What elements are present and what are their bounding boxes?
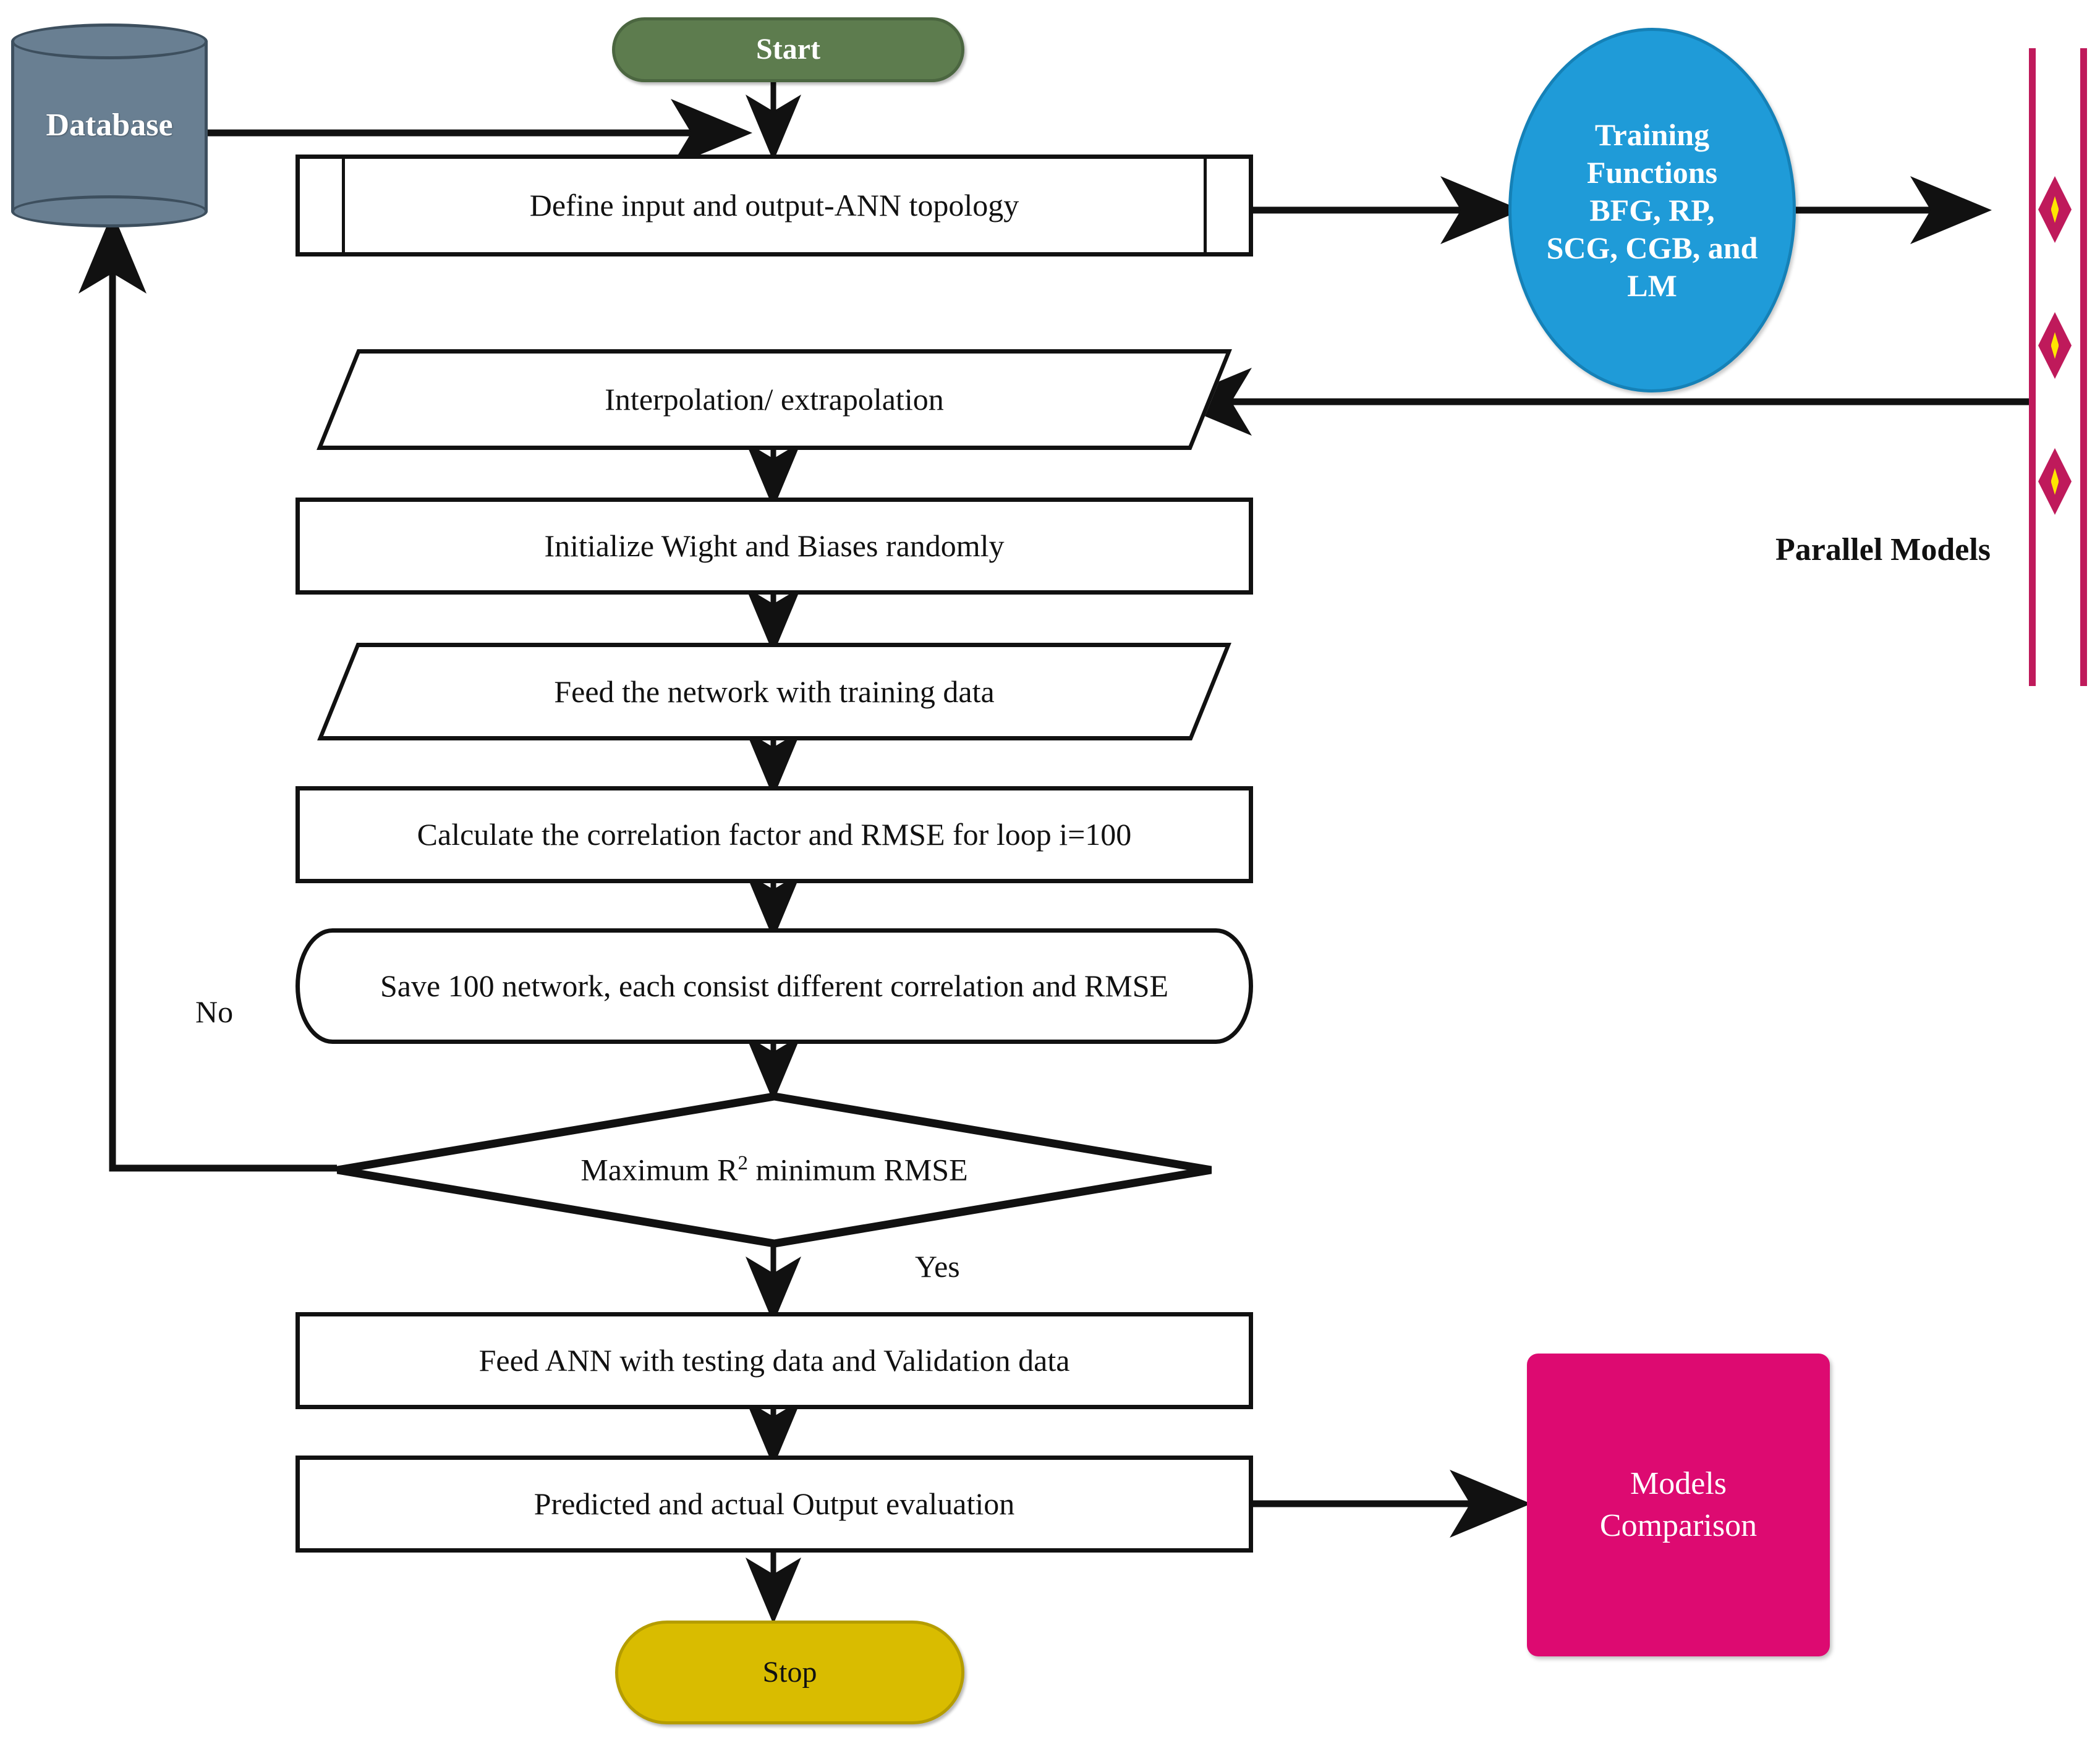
parallel-model-diamond-3 — [2038, 448, 2072, 515]
training-functions-line4: SCG, CGB, and — [1546, 230, 1758, 265]
models-comparison-line2: Comparison — [1599, 1508, 1758, 1543]
parallel-model-diamond-1 — [2038, 176, 2072, 243]
start-label: Start — [756, 33, 820, 66]
save-networks-label: Save 100 network, each consist different… — [380, 968, 1169, 1003]
feed-training-label: Feed the network with training data — [554, 674, 995, 709]
evaluate-output-node[interactable]: Predicted and actual Output evaluation — [295, 1456, 1253, 1553]
parallel-model-diamond-2 — [2038, 312, 2072, 379]
stop-label: Stop — [762, 1655, 817, 1689]
decision-diamond-shape — [336, 1093, 1212, 1247]
initialize-weights-node[interactable]: Initialize Wight and Biases randomly — [295, 498, 1253, 595]
training-functions-line1: Training — [1594, 117, 1710, 152]
cylinder-top-ellipse — [11, 23, 208, 59]
evaluate-output-label: Predicted and actual Output evaluation — [534, 1486, 1015, 1521]
decision-suffix: minimum RMSE — [748, 1152, 968, 1187]
models-comparison-node[interactable]: Models Comparison — [1527, 1354, 1830, 1656]
stop-node[interactable]: Stop — [615, 1621, 964, 1724]
no-branch-label: No — [195, 994, 234, 1029]
cylinder-bottom-ellipse — [11, 195, 208, 227]
decision-node[interactable]: Maximum R2 minimum RMSE — [334, 1093, 1215, 1247]
start-node[interactable]: Start — [612, 17, 964, 82]
parallel-rail-left — [2029, 48, 2036, 686]
define-topology-label: Define input and output-ANN topology — [529, 188, 1019, 222]
training-functions-node[interactable]: Training Functions BFG, RP, SCG, CGB, an… — [1508, 28, 1796, 392]
training-functions-line2: Functions — [1586, 155, 1718, 190]
calculate-metrics-label: Calculate the correlation factor and RMS… — [417, 817, 1132, 852]
interpolation-node[interactable]: Interpolation/ extrapolation — [317, 349, 1232, 450]
database-node[interactable]: Database — [11, 23, 208, 227]
database-label: Database — [46, 108, 173, 143]
initialize-weights-label: Initialize Wight and Biases randomly — [544, 528, 1005, 563]
decision-prefix: Maximum R — [580, 1152, 738, 1187]
stored-data-background — [295, 928, 1253, 1044]
cylinder-body — [11, 41, 208, 211]
predefined-right-bar — [1204, 159, 1207, 252]
parallel-rail-right — [2080, 48, 2087, 686]
training-functions-line3: BFG, RP, — [1589, 192, 1715, 227]
models-comparison-line1: Models — [1630, 1466, 1727, 1502]
parallel-models-label: Parallel Models — [1775, 532, 1991, 567]
predefined-left-bar — [342, 159, 345, 252]
define-topology-node[interactable]: Define input and output-ANN topology — [295, 155, 1253, 256]
save-networks-node[interactable]: Save 100 network, each consist different… — [295, 928, 1253, 1044]
training-functions-line5: LM — [1627, 268, 1677, 303]
feed-testing-label: Feed ANN with testing data and Validatio… — [478, 1343, 1070, 1378]
decision-label: Maximum R2 minimum RMSE — [334, 1151, 1215, 1189]
interpolation-label: Interpolation/ extrapolation — [605, 382, 944, 417]
yes-branch-label: Yes — [915, 1249, 960, 1284]
feed-testing-node[interactable]: Feed ANN with testing data and Validatio… — [295, 1312, 1253, 1409]
feed-training-node[interactable]: Feed the network with training data — [317, 643, 1231, 740]
decision-superscript: 2 — [738, 1152, 749, 1175]
calculate-metrics-node[interactable]: Calculate the correlation factor and RMS… — [295, 786, 1253, 883]
